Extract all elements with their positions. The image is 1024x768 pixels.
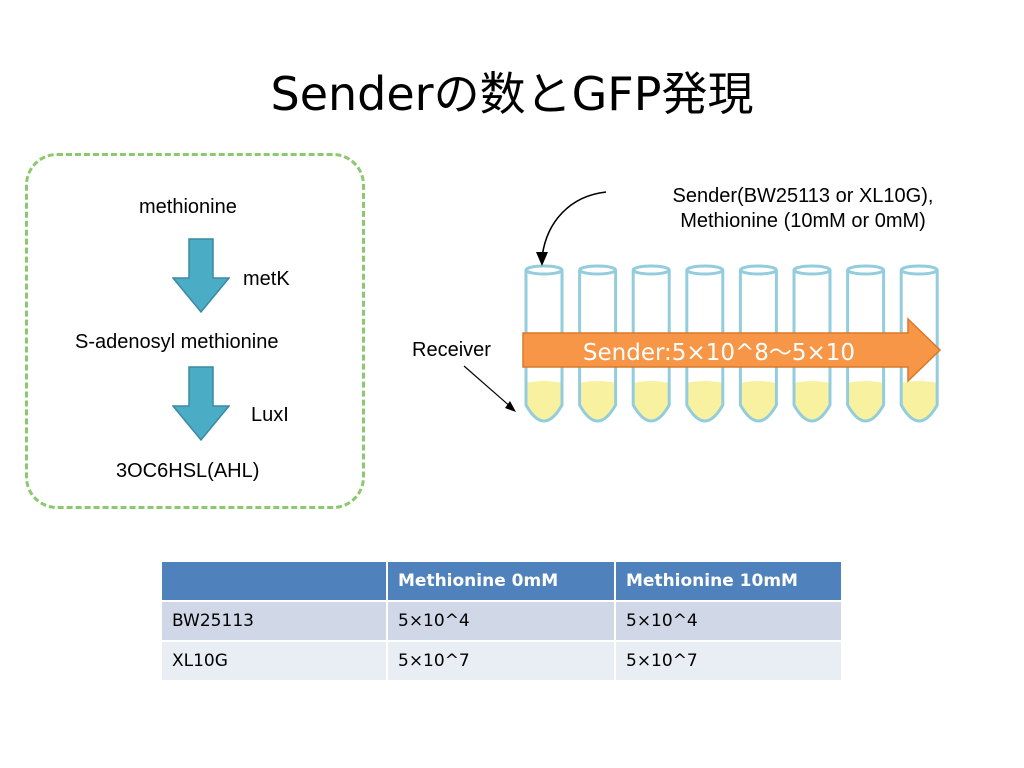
tube-rim (738, 264, 778, 276)
receiver-pointer-head (505, 401, 516, 412)
table-header-meth-10mm: Methionine 10mM (614, 560, 843, 602)
tube-outline (578, 270, 618, 423)
test-tube (685, 264, 725, 423)
test-tube (631, 264, 671, 423)
sender-gradient-label: Sender:5×10^8〜5×10 (582, 340, 856, 366)
tube-outline (631, 270, 671, 423)
tube-outline (846, 270, 886, 423)
test-tube (738, 264, 778, 423)
table-cell-strain: XL10G (160, 640, 388, 682)
test-tube (899, 264, 939, 423)
sender-caption: Sender(BW25113 or XL10G), Methionine (10… (620, 184, 986, 234)
test-tube (846, 264, 886, 423)
table-header-corner (160, 560, 388, 602)
test-tube (792, 264, 832, 423)
sender-count-table: Methionine 0mM Methionine 10mM BW25113 5… (160, 560, 843, 682)
tube-rack (524, 264, 939, 423)
page-title: Senderの数とGFP発現 (270, 67, 754, 121)
pathway-product: 3OC6HSL(AHL) (116, 460, 260, 482)
tube-outline (524, 270, 564, 423)
test-tube (578, 264, 618, 423)
pathway-intermediate: S-adenosyl methionine (75, 331, 279, 353)
pathway-substrate: methionine (139, 196, 237, 218)
down-arrow-icon (172, 366, 230, 442)
down-arrow-icon (172, 238, 230, 314)
tube-outline (899, 270, 939, 423)
sender-pointer-arrow (541, 191, 607, 259)
table-cell: 5×10^7 (386, 640, 616, 682)
tube-rim (631, 264, 671, 276)
tube-liquid (901, 381, 938, 421)
table-cell-strain: BW25113 (160, 600, 388, 642)
sender-pointer-head (536, 252, 548, 266)
pathway-panel (25, 153, 365, 509)
sender-caption-line2: Methionine (10mM or 0mM) (680, 210, 926, 232)
receiver-label: Receiver (412, 339, 491, 361)
receiver-pointer-arrow (463, 365, 513, 409)
table-header-row: Methionine 0mM Methionine 10mM (160, 560, 843, 602)
tube-liquid (686, 381, 723, 421)
tube-liquid (579, 381, 616, 421)
tube-outline (792, 270, 832, 423)
table-header-meth-0mm: Methionine 0mM (386, 560, 616, 602)
table-cell: 5×10^7 (614, 640, 843, 682)
tube-rim (524, 264, 564, 276)
tube-liquid (794, 381, 830, 421)
tube-liquid (740, 381, 777, 421)
tube-liquid (526, 381, 562, 421)
pathway-enzyme-metk: metK (243, 268, 290, 290)
sender-caption-line1: Sender(BW25113 or XL10G), (672, 185, 934, 207)
tube-rim (846, 264, 886, 276)
table-cell: 5×10^4 (614, 600, 843, 642)
sender-gradient-arrow (522, 317, 942, 383)
tube-rim (578, 264, 618, 276)
table-row: XL10G 5×10^7 5×10^7 (160, 640, 843, 682)
tube-liquid (633, 381, 670, 421)
tube-liquid (847, 381, 884, 421)
pathway-enzyme-luxi: LuxI (251, 404, 289, 426)
table-row: BW25113 5×10^4 5×10^4 (160, 600, 843, 642)
tube-rim (685, 264, 725, 276)
tube-outline (685, 270, 725, 423)
table-cell: 5×10^4 (386, 600, 616, 642)
test-tube (524, 264, 564, 423)
tube-rim (899, 264, 939, 276)
tube-rim (792, 264, 832, 276)
tube-outline (738, 270, 778, 423)
